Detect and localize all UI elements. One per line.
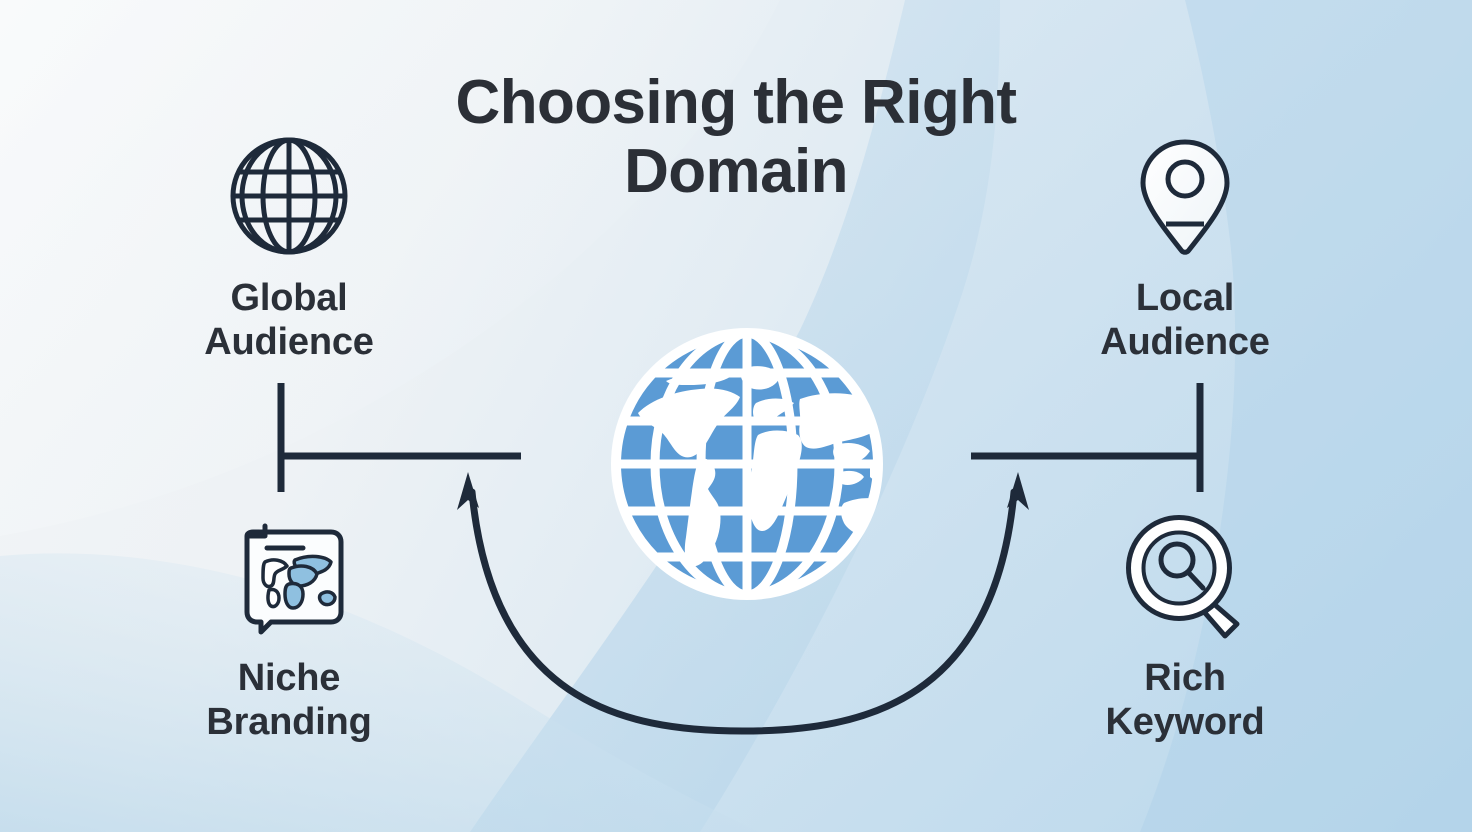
globe-rim <box>611 328 883 600</box>
magnifier-inner-handle <box>1185 569 1206 591</box>
card-world-map <box>261 554 337 610</box>
node-rich-keyword: Rich Keyword <box>1035 512 1335 744</box>
world-map-card-icon <box>225 512 353 640</box>
connector-curve-arc <box>468 488 1018 735</box>
magnifier-ring-outer-edge <box>1126 515 1232 621</box>
node-label: Rich Keyword <box>1105 657 1265 744</box>
page-title: Choosing the Right Domain <box>455 67 1017 206</box>
magnifying-glass-icon <box>1121 512 1249 640</box>
center-globe-icon <box>611 328 883 600</box>
pin-inner-circle <box>1165 159 1205 199</box>
globe-longitudes <box>650 333 844 595</box>
magnifier-ring-inner-edge <box>1141 530 1217 606</box>
arrowhead-left <box>457 472 479 510</box>
node-global-audience: Global Audience <box>139 132 439 364</box>
magnifier-inner-lens <box>1158 541 1196 579</box>
arrowhead-right <box>1007 472 1029 510</box>
node-label: Global Audience <box>204 277 374 364</box>
magnifier-ring <box>1128 517 1230 619</box>
node-label: Local Audience <box>1100 277 1270 364</box>
globe-wireframe-icon <box>225 132 353 260</box>
map-pin-icon <box>1121 132 1249 260</box>
node-local-audience: Local Audience <box>1035 132 1335 364</box>
node-label: Niche Branding <box>206 657 372 744</box>
node-niche-branding: Niche Branding <box>139 512 439 744</box>
